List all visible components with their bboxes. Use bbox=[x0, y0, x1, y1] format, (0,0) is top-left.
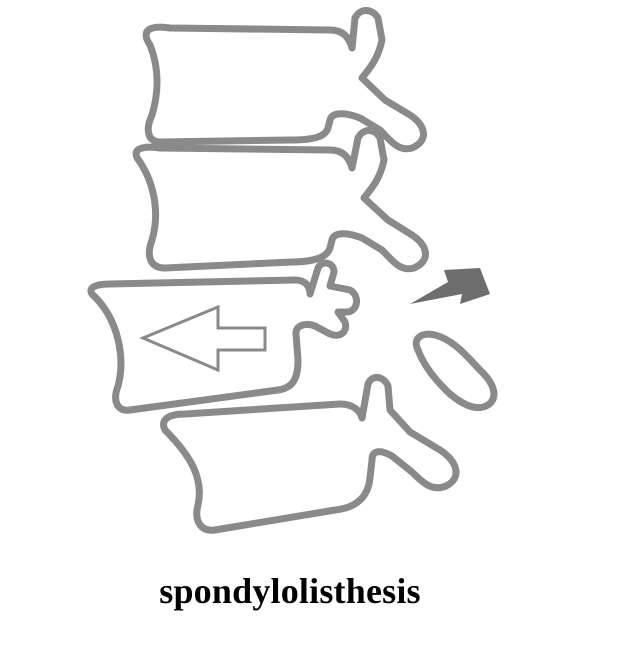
second-vertebra bbox=[132, 127, 429, 273]
posterior-fragment bbox=[412, 330, 498, 412]
slip-direction-arrow bbox=[139, 304, 267, 373]
diagram-caption: spondylolisthesis bbox=[159, 571, 421, 611]
upper-vertebra bbox=[142, 7, 427, 153]
defect-indicator-arrow bbox=[410, 268, 490, 304]
lower-vertebra bbox=[160, 374, 460, 534]
spondylolisthesis-illustration bbox=[87, 7, 498, 534]
